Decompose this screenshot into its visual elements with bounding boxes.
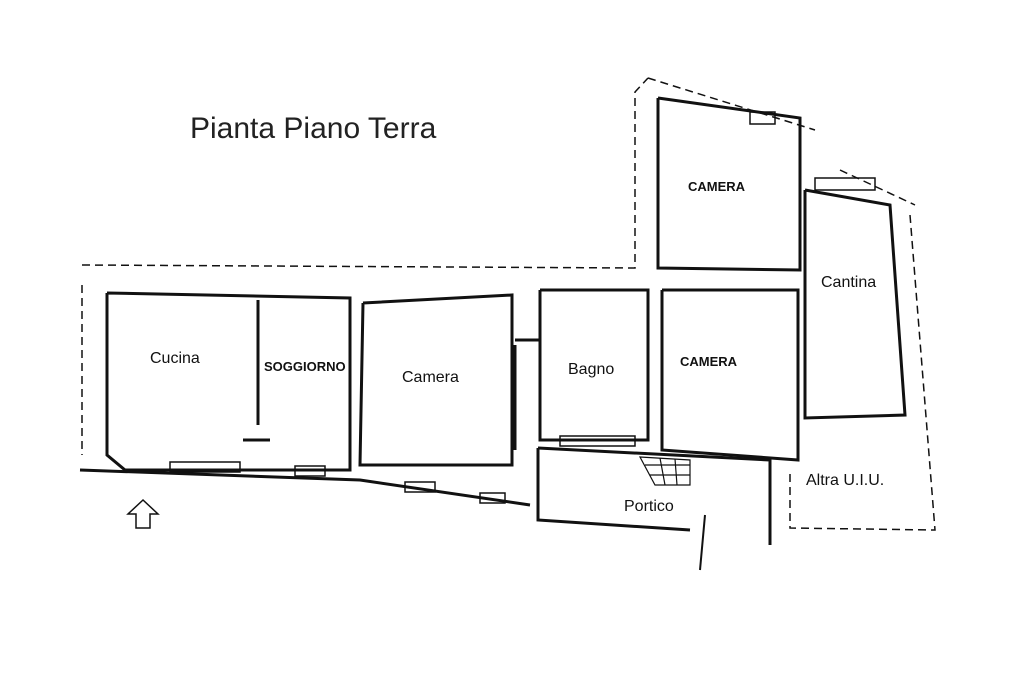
room-label-cantina: Cantina [821,274,877,291]
room-label-camera-top: CAMERA [688,179,746,194]
room-label-camera: Camera [402,369,459,386]
room-label-cucina: Cucina [150,350,200,367]
room-label-camera-2: CAMERA [680,354,738,369]
room-label-altra-uiu: Altra U.I.U. [806,472,885,489]
entrance-line [699,514,706,571]
stairs [638,456,691,486]
walls [79,96,907,545]
room-label-bagno: Bagno [568,361,615,378]
windows [169,111,876,504]
room-label-portico: Portico [624,498,674,515]
plan-title: Pianta Piano Terra [190,112,437,145]
property-boundary [81,77,936,531]
room-label-soggiorno: SOGGIORNO [264,359,346,374]
